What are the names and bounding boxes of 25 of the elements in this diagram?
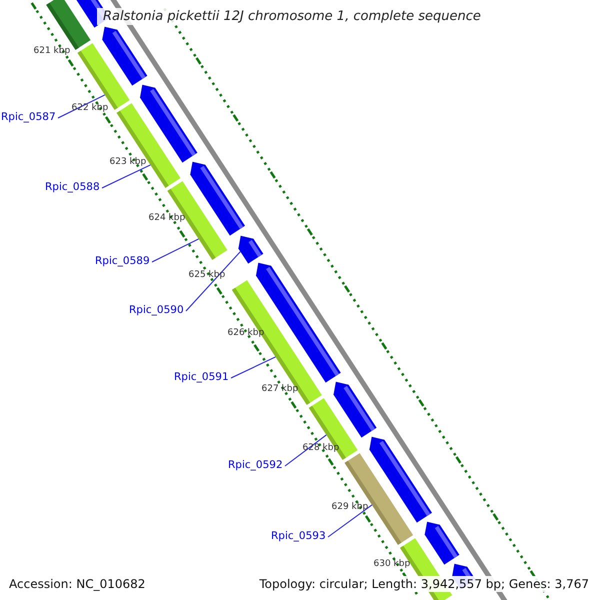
- gene-label: Rpic_0590: [129, 304, 184, 317]
- scale-label: 629 kbp: [332, 502, 368, 513]
- gene-label: Rpic_0592: [228, 459, 283, 472]
- gene-label: Rpic_0593: [271, 530, 326, 543]
- scale-label: 627 kbp: [262, 384, 298, 395]
- leader-line: [102, 164, 151, 188]
- gene-label: Rpic_0587: [1, 111, 56, 124]
- leader-line: [186, 251, 241, 312]
- scale-label: 623 kbp: [110, 157, 146, 168]
- gene-block: [190, 162, 245, 236]
- gene-block: [424, 522, 460, 565]
- gene-label: Rpic_0588: [45, 181, 100, 194]
- gene-label: Rpic_0591: [174, 371, 229, 384]
- scale-label: 624 kbp: [148, 213, 186, 224]
- gene-block: [369, 436, 432, 523]
- leader-line: [230, 356, 276, 378]
- leader-line: [328, 504, 372, 538]
- scale-label: 621 kbp: [34, 46, 70, 57]
- gene-block: [334, 382, 377, 438]
- gene-block: [102, 26, 148, 86]
- leader-line: [58, 94, 106, 118]
- gene-block: [238, 236, 264, 264]
- gene-label: Rpic_0589: [95, 255, 150, 268]
- leader-line: [152, 238, 200, 262]
- scale-label: 630 kbp: [374, 559, 410, 570]
